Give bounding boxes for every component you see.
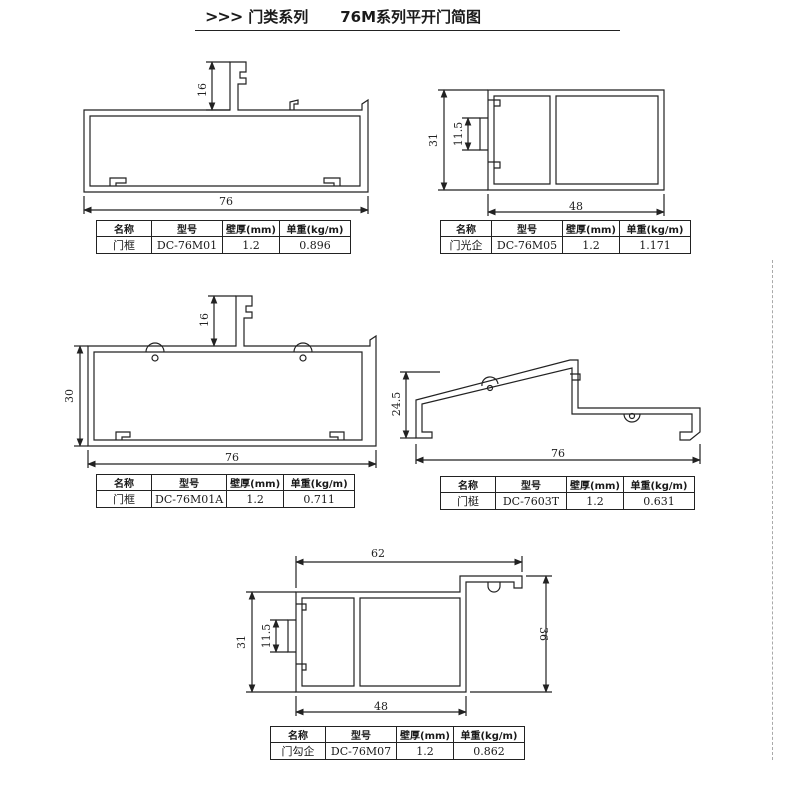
table-row: 门梃 DC-7603T 1.2 0.631 (440, 492, 695, 510)
col-model: 型号 (495, 476, 567, 493)
cell-weight: 0.631 (623, 492, 695, 510)
header-rule (195, 30, 620, 31)
cell-weight: 0.711 (283, 490, 356, 508)
dim-right-height-76m07: 36 (537, 627, 550, 641)
spec-table-dc-76m01a: 名称 型号 壁厚(mm) 单重(kg/m) 门框 DC-76M01A 1.2 0… (96, 474, 356, 508)
page-edge-line (772, 260, 773, 760)
cell-name: 门勾企 (270, 742, 326, 760)
col-thickness: 壁厚(mm) (222, 220, 280, 237)
table-row: 门框 DC-76M01A 1.2 0.711 (96, 490, 356, 508)
cell-model: DC-76M01 (151, 236, 223, 254)
page-header: >>> 门类系列 76M系列平开门简图 (205, 2, 481, 30)
col-name: 名称 (96, 220, 152, 237)
cell-thickness: 1.2 (396, 742, 454, 760)
cell-model: DC-76M07 (325, 742, 397, 760)
table-row: 门框 DC-76M01 1.2 0.896 (96, 236, 351, 254)
table-row: 门光企 DC-76M05 1.2 1.171 (440, 236, 691, 254)
col-name: 名称 (96, 474, 152, 491)
dim-height-76m01a: 30 (63, 389, 76, 403)
col-weight: 单重(kg/m) (623, 476, 695, 493)
cell-model: DC-76M01A (150, 490, 228, 508)
profile-dc-76m01a-drawing (74, 295, 377, 468)
col-model: 型号 (491, 220, 563, 237)
cell-thickness: 1.2 (566, 492, 624, 510)
col-name: 名称 (270, 726, 326, 743)
spec-table-dc-76m01: 名称 型号 壁厚(mm) 单重(kg/m) 门框 DC-76M01 1.2 0.… (96, 220, 351, 254)
cell-thickness: 1.2 (222, 236, 280, 254)
col-thickness: 壁厚(mm) (562, 220, 620, 237)
profile-dc-7603t-drawing (400, 359, 701, 464)
cell-weight: 1.171 (619, 236, 691, 254)
cell-model: DC-76M05 (491, 236, 563, 254)
dim-width-76m01: 76 (219, 195, 233, 208)
spec-table-dc-76m07: 名称 型号 壁厚(mm) 单重(kg/m) 门勾企 DC-76M07 1.2 0… (270, 726, 525, 760)
col-weight: 单重(kg/m) (619, 220, 691, 237)
profile-dc-76m05-drawing (438, 89, 665, 216)
col-model: 型号 (325, 726, 397, 743)
dim-height-76m01: 16 (196, 83, 209, 97)
cell-thickness: 1.2 (562, 236, 620, 254)
col-thickness: 壁厚(mm) (566, 476, 624, 493)
dim-groove-76m07: 11.5 (260, 624, 273, 649)
profile-dc-76m01-drawing (83, 61, 369, 214)
col-name: 名称 (440, 220, 492, 237)
cell-weight: 0.896 (279, 236, 351, 254)
dim-groove-76m05: 11.5 (452, 122, 465, 147)
col-name: 名称 (440, 476, 496, 493)
col-weight: 单重(kg/m) (279, 220, 351, 237)
dim-width-7603t: 76 (551, 447, 565, 460)
cell-name: 门框 (96, 236, 152, 254)
cell-thickness: 1.2 (226, 490, 285, 508)
cell-weight: 0.862 (453, 742, 525, 760)
cell-name: 门框 (96, 490, 152, 508)
col-model: 型号 (151, 220, 223, 237)
dim-width-76m07: 48 (374, 700, 388, 713)
dim-top-width-76m07: 62 (371, 547, 385, 560)
dim-height-7603t: 24.5 (390, 392, 403, 417)
dim-width-76m05: 48 (569, 200, 583, 213)
profile-dc-76m07-drawing (246, 556, 552, 716)
dim-height-76m05: 31 (427, 133, 440, 147)
header-series-title: 76M系列平开门简图 (340, 7, 482, 26)
dim-width-76m01a: 76 (225, 451, 239, 464)
col-model: 型号 (150, 474, 228, 491)
table-row: 门勾企 DC-76M07 1.2 0.862 (270, 742, 525, 760)
cell-name: 门梃 (440, 492, 496, 510)
spec-table-dc-76m05: 名称 型号 壁厚(mm) 单重(kg/m) 门光企 DC-76M05 1.2 1… (440, 220, 691, 254)
header-arrows: >>> (205, 6, 243, 26)
col-thickness: 壁厚(mm) (396, 726, 454, 743)
dim-flange-76m01a: 16 (198, 313, 211, 327)
spec-table-dc-7603t: 名称 型号 壁厚(mm) 单重(kg/m) 门梃 DC-7603T 1.2 0.… (440, 476, 695, 510)
header-category: 门类系列 (248, 7, 309, 26)
col-weight: 单重(kg/m) (453, 726, 525, 743)
dim-height-76m07: 31 (235, 635, 248, 649)
col-weight: 单重(kg/m) (283, 474, 356, 491)
cell-model: DC-7603T (495, 492, 567, 510)
col-thickness: 壁厚(mm) (226, 474, 285, 491)
cell-name: 门光企 (440, 236, 492, 254)
